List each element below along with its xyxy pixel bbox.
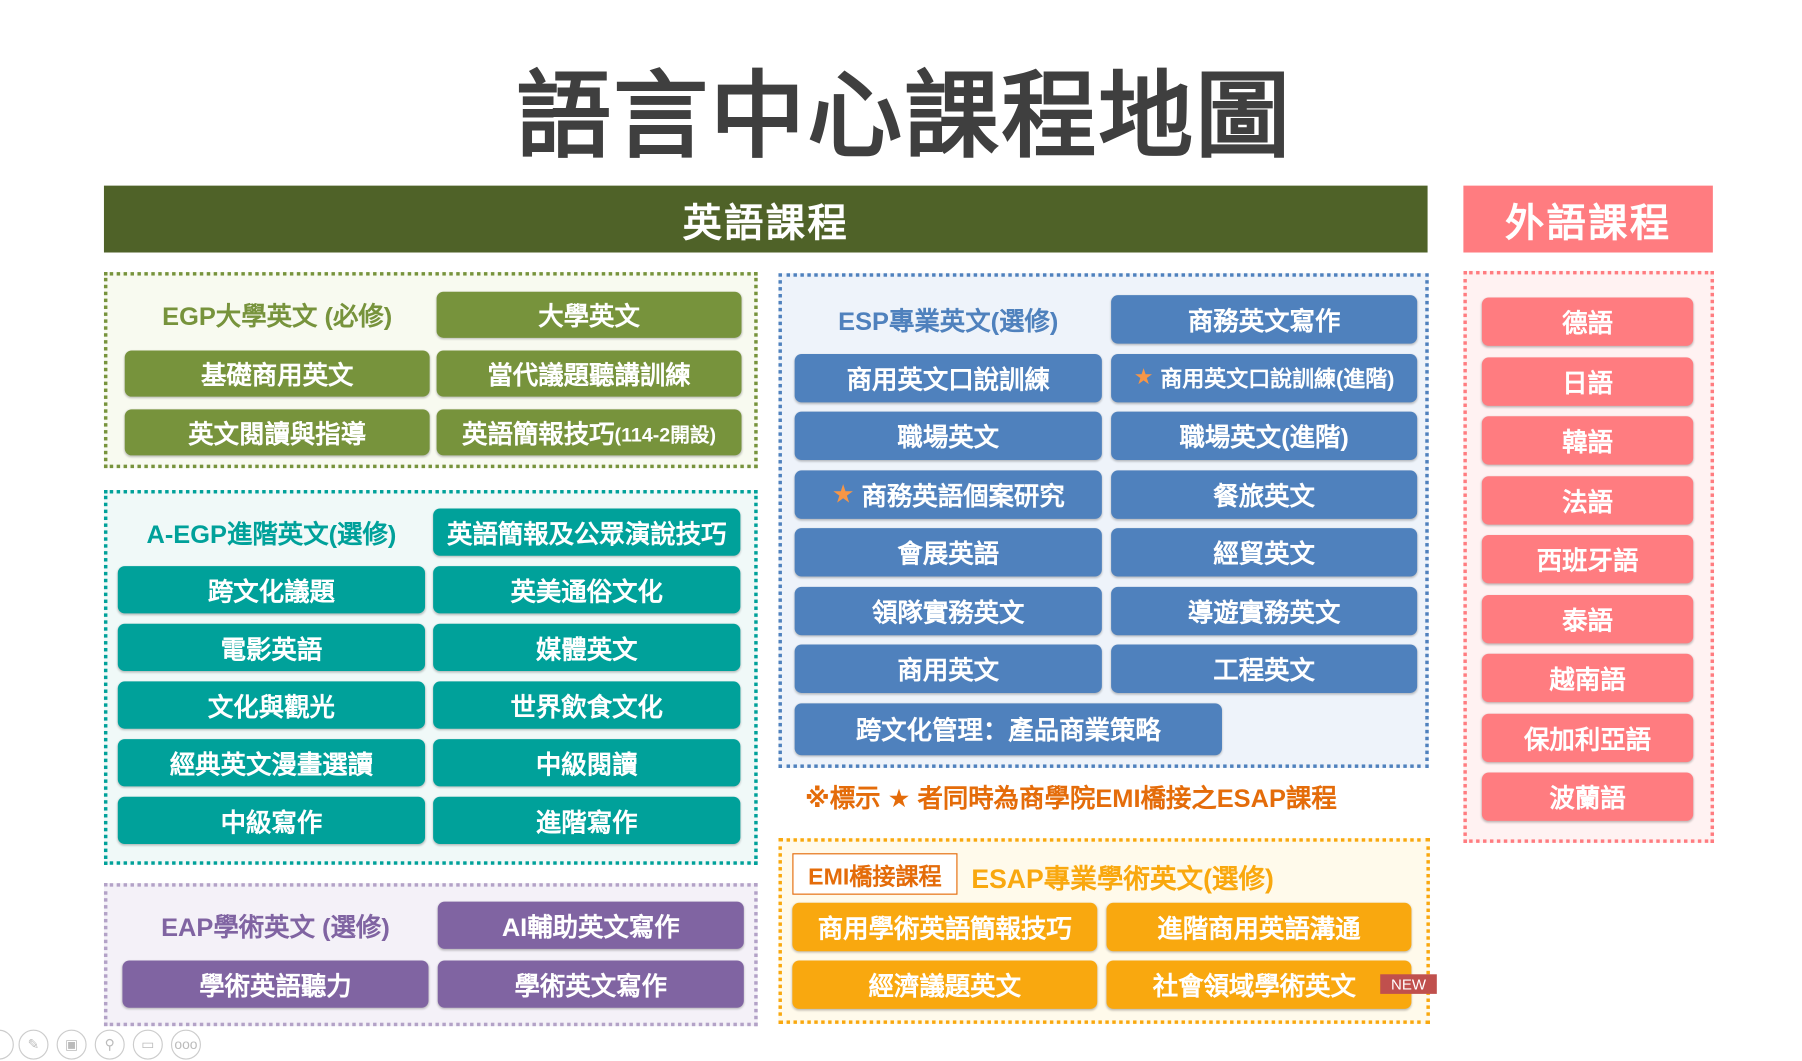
pen-icon[interactable]: ✎ [18,1029,49,1060]
course-button[interactable]: 社會領域學術英文 [1106,960,1412,1009]
course-button[interactable]: 英語簡報及公眾演說技巧 [433,508,741,556]
language-button[interactable]: 保加利亞語 [1481,713,1694,762]
course-button[interactable]: 媒體英文 [433,623,741,672]
aegp-section: A-EGP進階英文(選修) 英語簡報及公眾演說技巧 跨文化議題 英美通俗文化 電… [103,490,758,865]
course-button[interactable]: 商務英文寫作 [1111,295,1418,344]
esp-section: ESP專業英文(選修) 商務英文寫作 商用英文口說訓練 ★商用英文口說訓練(進階… [778,273,1429,768]
course-button[interactable]: 跨文化議題 [117,566,426,614]
language-button[interactable]: 越南語 [1481,653,1694,703]
egp-section: EGP大學英文 (必修) 大學英文 基礎商用英文 當代議題聽講訓練 英文閱讀與指… [103,272,758,469]
language-button[interactable]: 韓語 [1481,416,1694,465]
course-button[interactable]: 進階商用英語溝通 [1106,902,1412,952]
language-button[interactable]: 西班牙語 [1481,534,1694,584]
course-button[interactable]: 經濟議題英文 [792,960,1098,1009]
star-legend-note: ※標示 ★ 者同時為商學院EMI橋接之ESAP課程 [805,784,1337,813]
language-button[interactable]: 日語 [1481,356,1694,406]
esp-label: ESP專業英文(選修) [838,306,1059,336]
course-button[interactable]: 商用英文 [794,644,1102,693]
course-button[interactable]: 職場英文(進階) [1111,411,1418,461]
page-title: 語言中心課程地圖 [516,64,1293,170]
video-off-icon[interactable]: ▭ [132,1029,163,1060]
english-courses-header: 英語課程 [103,185,1428,253]
course-button[interactable]: 電影英語 [117,623,426,672]
aegp-label: A-EGP進階英文(選修) [146,519,397,549]
course-button[interactable]: 學術英語聽力 [122,960,429,1008]
course-button[interactable]: 工程英文 [1111,644,1418,693]
course-button[interactable]: 會展英語 [794,528,1102,577]
esap-section: EMI橋接課程 ESAP專業學術英文(選修) 商用學術英語簡報技巧 進階商用英語… [778,838,1430,1024]
more-icon[interactable]: ooo [170,1029,201,1060]
course-button[interactable]: 英文閱讀與指導 [124,409,430,456]
language-button[interactable]: 德語 [1481,297,1694,346]
eap-label: EAP學術英文 (選修) [161,912,390,942]
egp-label: EGP大學英文 (必修) [162,302,393,331]
esap-label: ESAP專業學術英文(選修) [971,863,1274,894]
course-button[interactable]: AI輔助英文寫作 [437,901,744,949]
back-icon[interactable] [0,1029,14,1060]
course-button[interactable]: 商用學術英語簡報技巧 [792,902,1098,952]
course-label: 商務英語個案研究 [861,481,1065,511]
language-button[interactable]: 波蘭語 [1481,772,1694,821]
course-button[interactable]: 跨文化管理：產品商業策略 [794,702,1222,755]
emi-bridge-tag: EMI橋接課程 [792,853,958,895]
new-badge: NEW [1380,974,1437,994]
course-button[interactable]: 中級閱讀 [433,739,741,787]
course-button[interactable]: 領隊實務英文 [794,586,1102,635]
course-label: 商用英文口說訓練(進階) [1160,367,1395,393]
course-note: (114-2開設) [614,423,717,446]
course-button[interactable]: 英美通俗文化 [433,566,741,614]
course-button[interactable]: 經貿英文 [1111,528,1418,577]
zoom-icon[interactable]: ⚲ [94,1029,125,1060]
course-button[interactable]: 學術英文寫作 [437,960,744,1008]
course-button[interactable]: 文化與觀光 [117,681,426,729]
course-label: 英語簡報技巧 [462,419,615,449]
course-button[interactable]: 中級寫作 [117,796,426,844]
course-button[interactable]: 世界飲食文化 [433,681,741,729]
slides-icon[interactable]: ▣ [56,1029,87,1060]
foreign-courses-header: 外語課程 [1463,185,1713,253]
foreign-section: 德語 日語 韓語 法語 西班牙語 泰語 越南語 保加利亞語 波蘭語 [1463,270,1715,843]
course-button[interactable]: 職場英文 [794,411,1102,461]
language-button[interactable]: 泰語 [1481,594,1694,643]
course-button[interactable]: 餐旅英文 [1111,469,1418,519]
course-button[interactable]: ★商務英語個案研究 [794,469,1102,519]
language-button[interactable]: 法語 [1481,475,1694,525]
course-button[interactable]: 基礎商用英文 [124,350,430,397]
course-button[interactable]: ★商用英文口說訓練(進階) [1111,353,1418,402]
course-button[interactable]: 大學英文 [436,291,742,338]
star-icon: ★ [1133,365,1154,390]
course-button[interactable]: 經典英文漫畫選讀 [117,739,426,787]
course-button[interactable]: 當代議題聽講訓練 [436,350,742,397]
course-button[interactable]: 進階寫作 [433,796,741,844]
star-icon: ★ [831,479,855,508]
course-button[interactable]: 商用英文口說訓練 [794,353,1102,402]
course-button[interactable]: 英語簡報技巧(114-2開設) [436,409,742,456]
eap-section: EAP學術英文 (選修) AI輔助英文寫作 學術英語聽力 學術英文寫作 [103,883,758,1027]
course-button[interactable]: 導遊實務英文 [1111,586,1418,635]
